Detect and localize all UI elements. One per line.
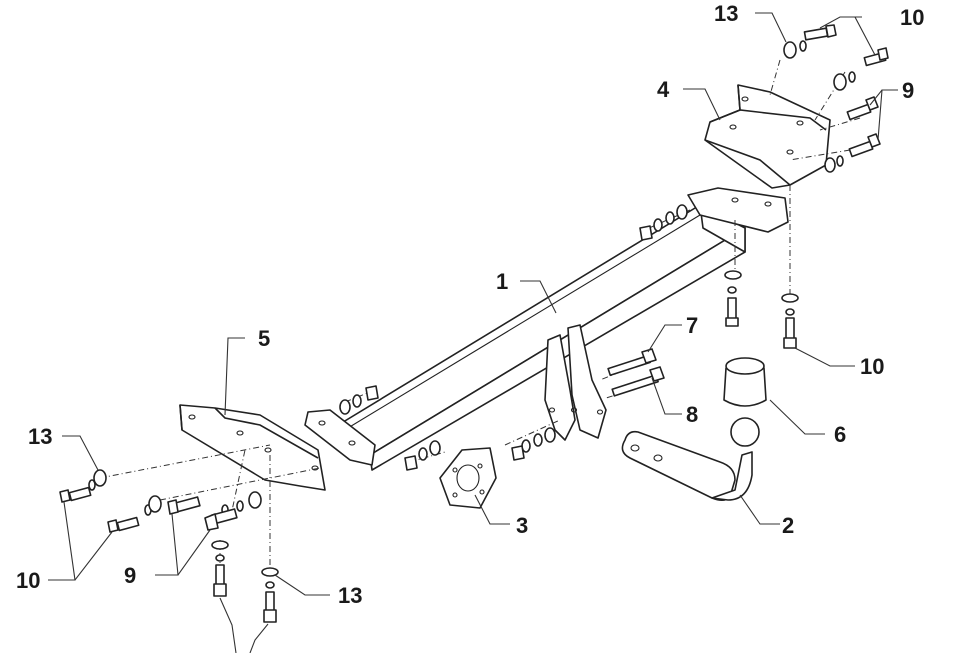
callout-1: 1: [496, 269, 508, 294]
callout-9-right: 9: [902, 78, 914, 103]
callout-7: 7: [686, 313, 698, 338]
callout-5: 5: [258, 326, 270, 351]
callout-2: 2: [782, 513, 794, 538]
ball-cap: [723, 357, 767, 407]
left-beam-plate: [304, 409, 376, 466]
right-beam-plate: [687, 187, 789, 233]
fasteners: [59, 24, 889, 623]
callout-13-bottom: 13: [338, 583, 362, 608]
ball-arm: [621, 417, 760, 501]
callout-6: 6: [834, 422, 846, 447]
socket-plate: [439, 447, 497, 509]
center-mount-plates: [544, 324, 607, 441]
callout-10-right: 10: [860, 354, 884, 379]
leader-lines: [48, 12, 898, 653]
right-mounting-bracket: [704, 84, 831, 189]
callout-13-top: 13: [714, 1, 738, 26]
callout-3: 3: [516, 513, 528, 538]
callout-labels: 1 2 3 4 5 6 7 8 9 10 13 10 13 10 9 13: [16, 1, 924, 608]
callout-8: 8: [686, 402, 698, 427]
callout-10-top: 10: [900, 5, 924, 30]
callout-9-left: 9: [124, 563, 136, 588]
callout-13-left: 13: [28, 424, 52, 449]
callout-10-left: 10: [16, 568, 40, 593]
left-mounting-bracket: [179, 404, 326, 491]
callout-4: 4: [657, 77, 670, 102]
